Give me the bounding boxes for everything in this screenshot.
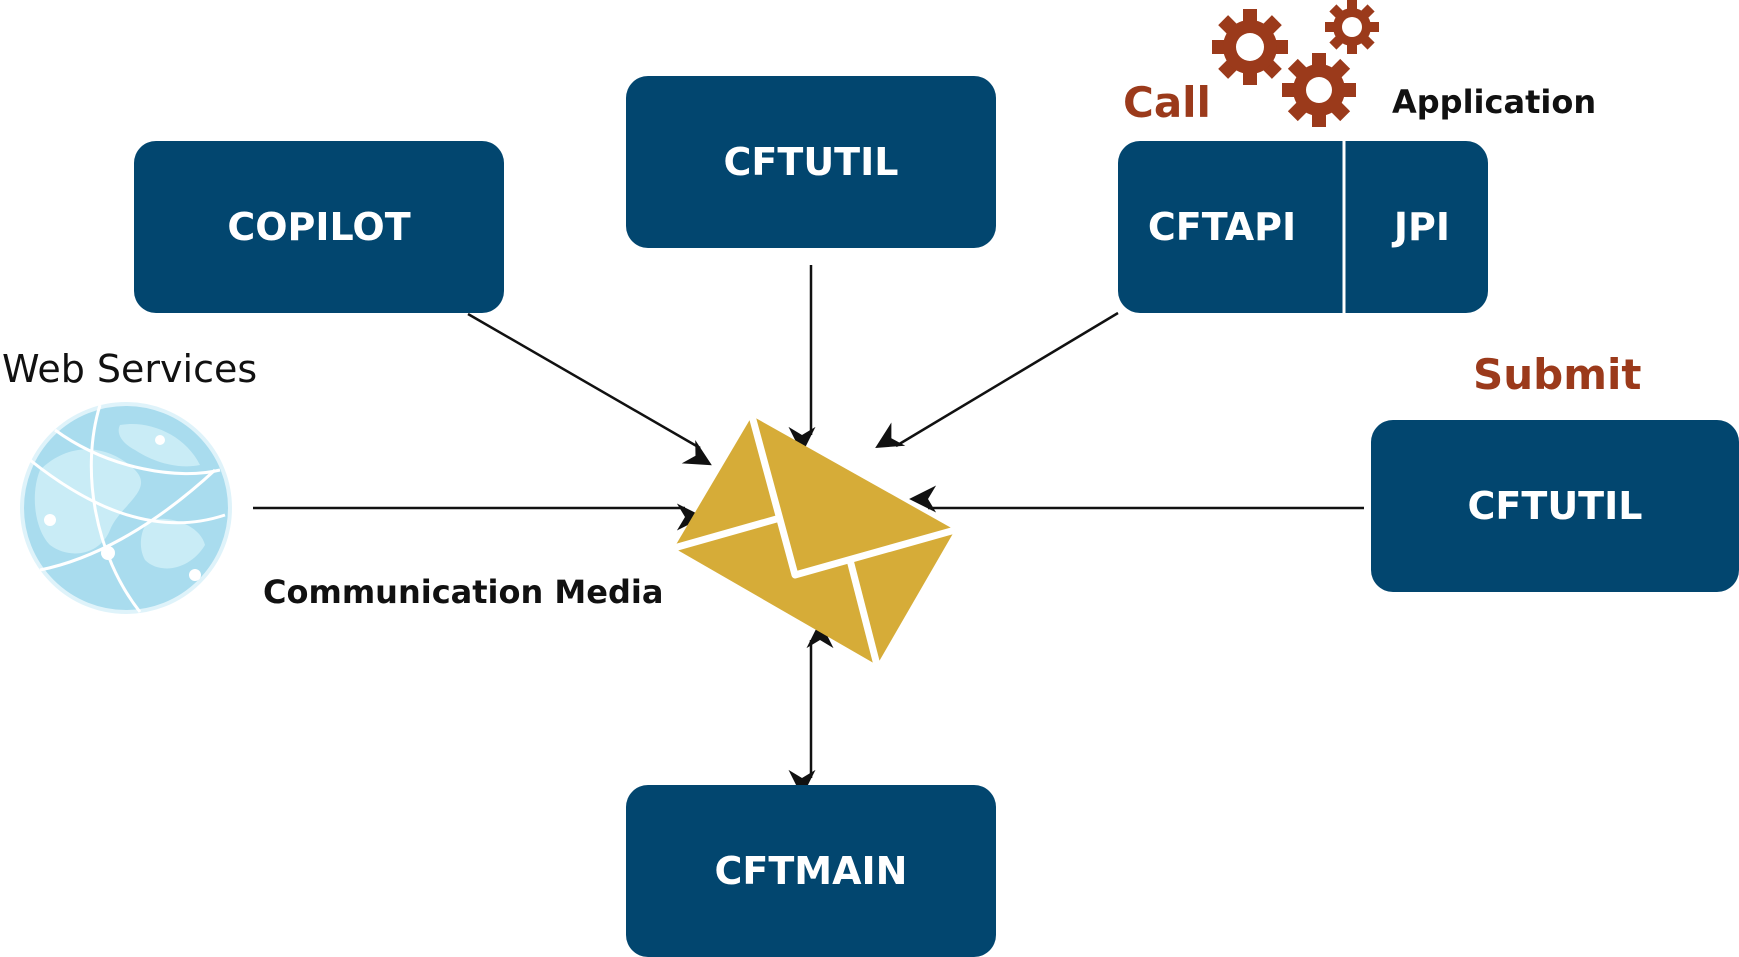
caption-call: Call: [1123, 78, 1211, 127]
node-cftutil-right-box: [1371, 420, 1739, 592]
node-cftapi-jpi[interactable]: CFTAPI JPI: [1118, 141, 1488, 313]
caption-communication-media: Communication Media: [263, 573, 663, 611]
globe-icon: [20, 402, 232, 614]
node-copilot-label: COPILOT: [227, 205, 410, 249]
arrow-copilot-to-envelope: [467, 312, 712, 466]
caption-submit: Submit: [1473, 350, 1641, 399]
node-cftapi-label: CFTAPI: [1148, 205, 1296, 249]
connectors: [253, 265, 1364, 797]
node-copilot-box: [134, 141, 504, 313]
gears-icon: [1212, 0, 1379, 127]
node-jpi-label: JPI: [1391, 205, 1450, 249]
node-cftapi-jpi-box: [1118, 141, 1488, 313]
node-cftutil-right-label: CFTUTIL: [1468, 484, 1643, 528]
node-cftmain[interactable]: CFTMAIN: [626, 785, 996, 957]
caption-application: Application: [1392, 83, 1596, 121]
node-cftmain-label: CFTMAIN: [715, 849, 908, 893]
node-cftutil-top[interactable]: CFTUTIL: [626, 76, 996, 248]
node-cftutil-top-box: [626, 76, 996, 248]
node-copilot[interactable]: COPILOT: [134, 141, 504, 313]
envelope-icon: [673, 415, 956, 666]
node-cftmain-box: [626, 785, 996, 957]
node-cftutil-right[interactable]: CFTUTIL: [1371, 420, 1739, 592]
arrow-cftapi-to-envelope: [875, 311, 1119, 448]
node-cftutil-top-label: CFTUTIL: [724, 140, 899, 184]
caption-web-services: Web Services: [2, 347, 257, 391]
